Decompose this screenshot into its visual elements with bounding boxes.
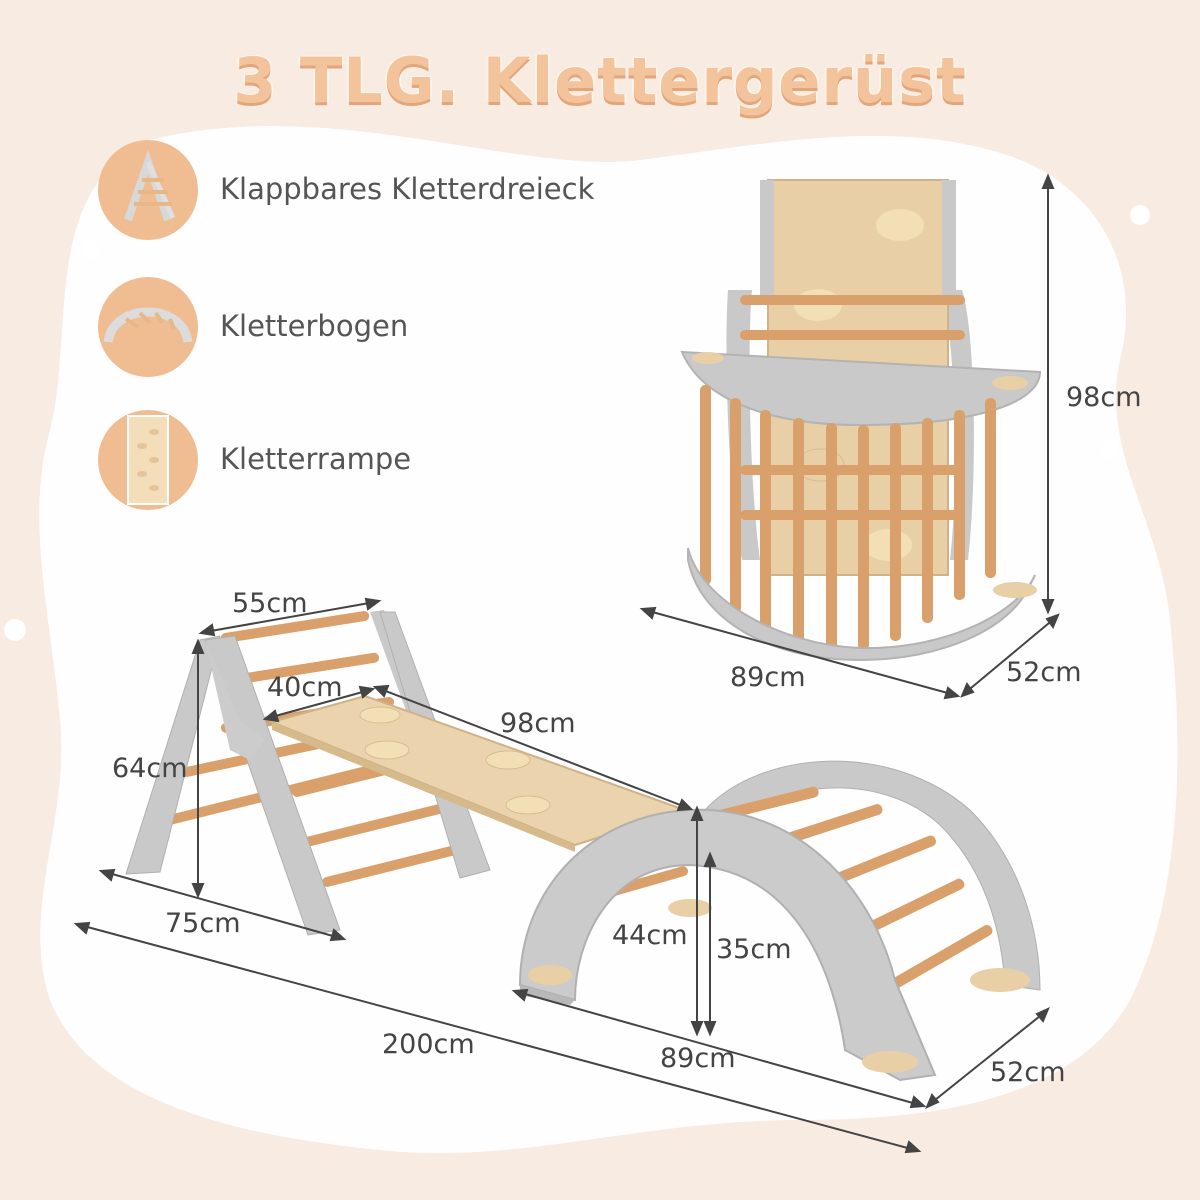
dim-total-length: 200cm — [382, 1029, 475, 1060]
dim-triangle-width: 55cm — [232, 588, 308, 619]
dim-stacked-length: 89cm — [730, 662, 806, 693]
dim-arch-depth: 52cm — [990, 1057, 1066, 1088]
dim-triangle-height: 64cm — [112, 753, 188, 784]
dim-arch-height: 44cm — [612, 920, 688, 951]
page-title: 3 TLG. Klettergerüst — [233, 44, 967, 117]
stacked-set — [680, 179, 1042, 662]
dim-triangle-depth: 75cm — [165, 908, 241, 939]
climbing-arch-icon — [98, 277, 198, 377]
climbing-ramp-icon — [98, 410, 198, 510]
dim-stacked-height: 98cm — [1066, 382, 1142, 413]
feature-item-ramp: Kletterrampe — [98, 410, 618, 510]
dim-stacked-depth: 52cm — [1006, 657, 1082, 688]
dim-arch-length: 89cm — [660, 1043, 736, 1074]
dim-arch-inner-height: 35cm — [716, 934, 792, 965]
feature-label: Klappbares Kletterdreieck — [220, 172, 595, 206]
climbing-triangle-icon — [98, 140, 198, 240]
feature-label: Kletterbogen — [220, 309, 409, 343]
dimension-lines — [73, 173, 1060, 1154]
feature-label: Kletterrampe — [220, 442, 412, 476]
climbing-arch — [518, 760, 1041, 1082]
feature-item-arch: Kletterbogen — [98, 277, 618, 377]
dim-triangle-inner: 40cm — [267, 672, 343, 703]
climbing-ramp — [268, 694, 689, 852]
feature-item-triangle: Klappbares Kletterdreieck — [98, 140, 618, 240]
dim-ramp-length: 98cm — [500, 708, 576, 739]
